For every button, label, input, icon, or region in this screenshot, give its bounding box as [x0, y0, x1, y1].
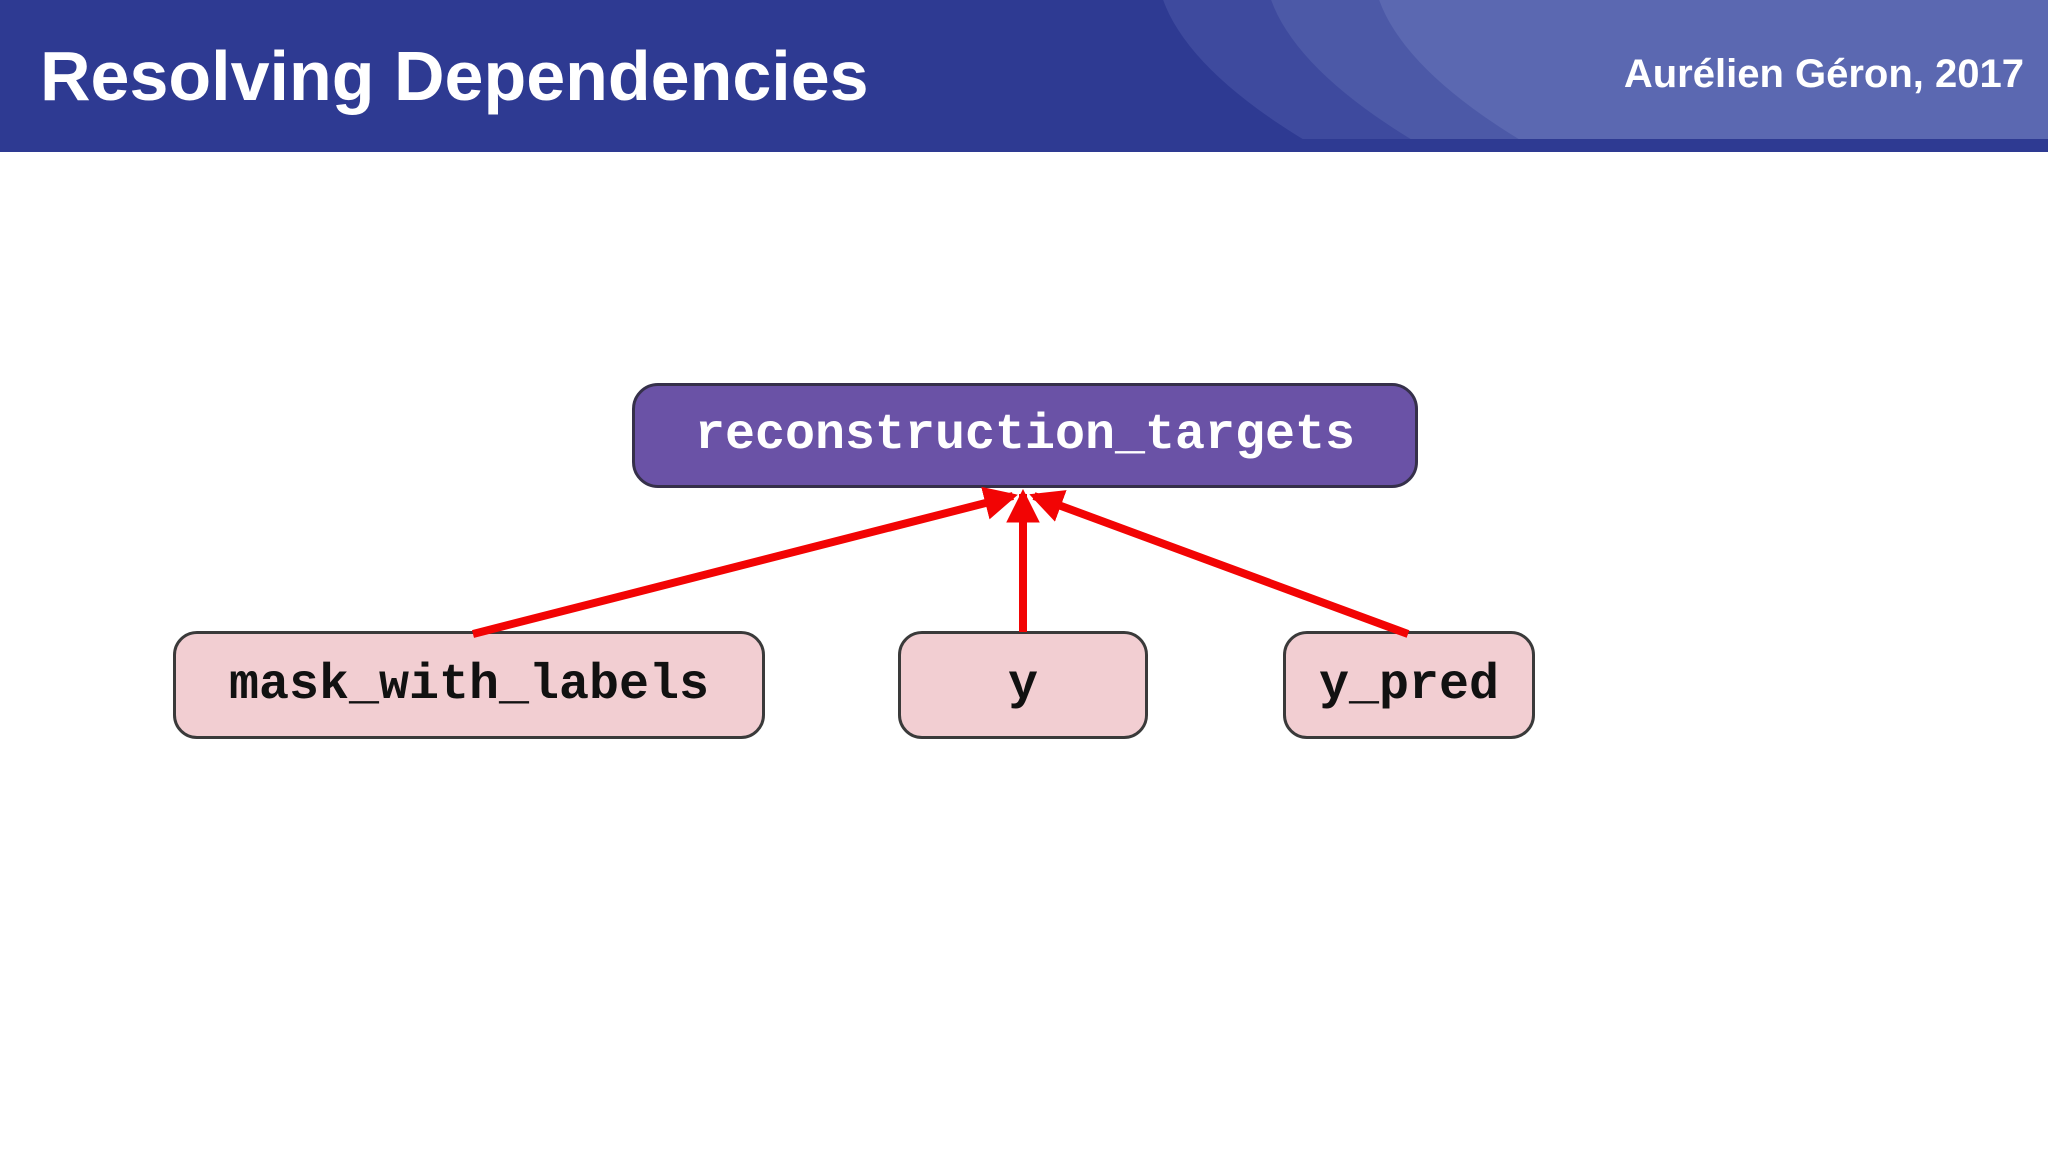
node-reconstruction-targets: reconstruction_targets — [632, 383, 1418, 488]
attribution-text: Aurélien Géron, 2017 — [1623, 52, 2024, 96]
arrow-y-pred-to-root — [1029, 490, 1410, 638]
slide-title: Resolving Dependencies — [40, 37, 869, 115]
node-y-pred: y_pred — [1283, 631, 1535, 739]
arrow-mask-with-labels-to-root — [472, 486, 1018, 638]
slide-header: Resolving Dependencies Aurélien Géron, 2… — [0, 0, 2048, 152]
diagram-canvas: reconstruction_targets mask_with_labels … — [0, 152, 2048, 1152]
node-y: y — [898, 631, 1148, 739]
node-mask-with-labels: mask_with_labels — [173, 631, 765, 739]
header-bottom-strip — [0, 139, 2048, 152]
